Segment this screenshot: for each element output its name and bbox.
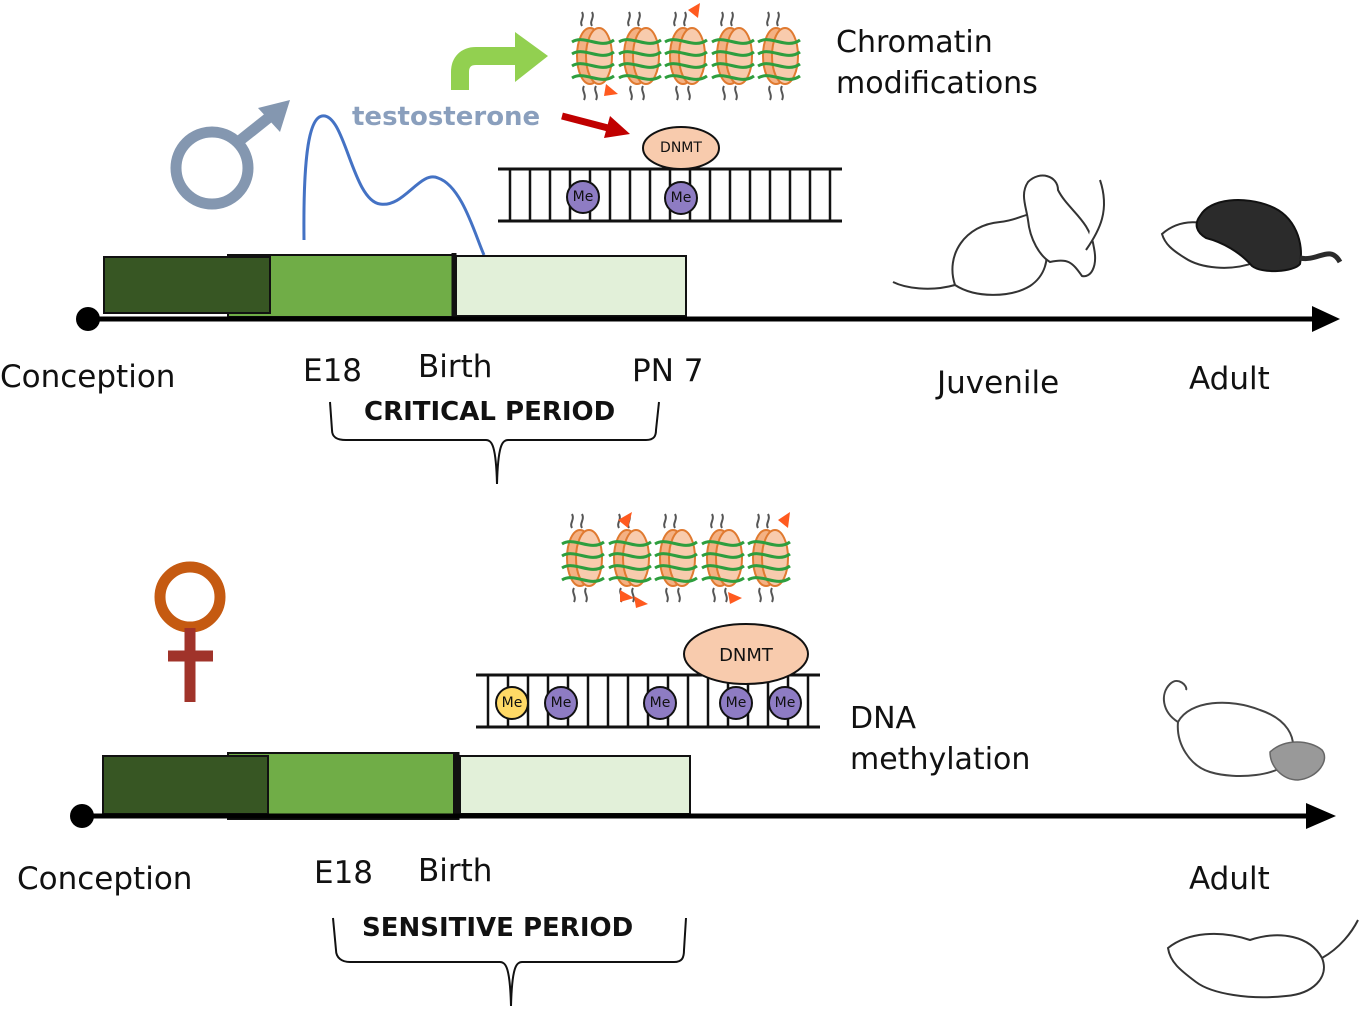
male-postnatal-bar (455, 255, 687, 317)
chromatin-label-line1: Chromatin (836, 25, 993, 60)
critical-period-label: CRITICAL PERIOD (364, 397, 616, 427)
female-early-bar (102, 755, 269, 815)
female-methyl-label: Me (649, 695, 671, 711)
chromatin-label-line2: modifications (836, 66, 1038, 102)
male-e18-label: E18 (303, 353, 363, 389)
dna-methylation-line1: DNA (850, 701, 917, 736)
male-dnmt-enzyme (642, 126, 720, 170)
male-adult-label: Adult (1189, 361, 1270, 397)
male-birth-label: Birth (418, 349, 493, 385)
female-methyl-label: Me (550, 695, 572, 711)
male-methyl-group (566, 180, 698, 215)
male-pn7-label: PN 7 (632, 353, 704, 389)
adult-rats-illustration (1160, 199, 1343, 272)
female-conception-label: Conception (17, 861, 193, 897)
histone-mark-icon (688, 3, 700, 18)
histone-mark-icon (634, 596, 648, 608)
maternal-rat-illustration (1162, 680, 1326, 781)
testosterone-label: testosterone (352, 102, 541, 132)
male-conception-label: Conception (0, 359, 176, 395)
histone-mark-icon (620, 590, 634, 602)
red-arrow (561, 112, 630, 138)
female-birth-label: Birth (418, 853, 493, 889)
male-methyl-label: Me (670, 190, 692, 206)
male-early-bar (103, 256, 271, 314)
green-transition-arrow (451, 32, 548, 90)
female-postnatal-bar (459, 755, 691, 815)
female-adult-rat-illustration (1166, 919, 1359, 999)
female-methyl-label: Me (501, 695, 523, 711)
male-conception-dot (76, 307, 100, 331)
female-methyl-groups (495, 686, 802, 720)
male-juvenile-label: Juvenile (937, 365, 1060, 401)
female-dnmt-enzyme (683, 623, 809, 685)
chromatin-label: Chromatin modifications (836, 22, 1038, 105)
sensitive-period-bracket (332, 917, 687, 1007)
female-e18-label: E18 (314, 855, 374, 891)
female-adult-label: Adult (1189, 861, 1270, 897)
histone-mark-icon (604, 84, 618, 96)
female-conception-dot (70, 804, 94, 828)
critical-period-bracket (329, 401, 660, 485)
male-methyl-label: Me (572, 189, 594, 205)
histone-mark-icon (618, 512, 632, 528)
dna-methylation-line2: methylation (850, 742, 1031, 778)
female-chromatin-fiber (560, 512, 792, 608)
juvenile-rats-illustration (892, 174, 1105, 296)
female-methyl-label: Me (774, 695, 796, 711)
testosterone-curve (302, 114, 486, 256)
dna-methylation-label: DNA methylation (850, 698, 1030, 781)
sensitive-period-label: SENSITIVE PERIOD (362, 913, 634, 943)
male-symbol-icon (170, 100, 290, 210)
histone-mark-icon (728, 592, 742, 604)
male-chromatin-fiber (570, 3, 802, 102)
female-dnmt-label: DNMT (719, 645, 773, 666)
male-dnmt-label: DNMT (660, 140, 702, 156)
female-symbol-icon (154, 561, 226, 702)
histone-mark-icon (778, 512, 790, 528)
female-methyl-label: Me (725, 695, 747, 711)
